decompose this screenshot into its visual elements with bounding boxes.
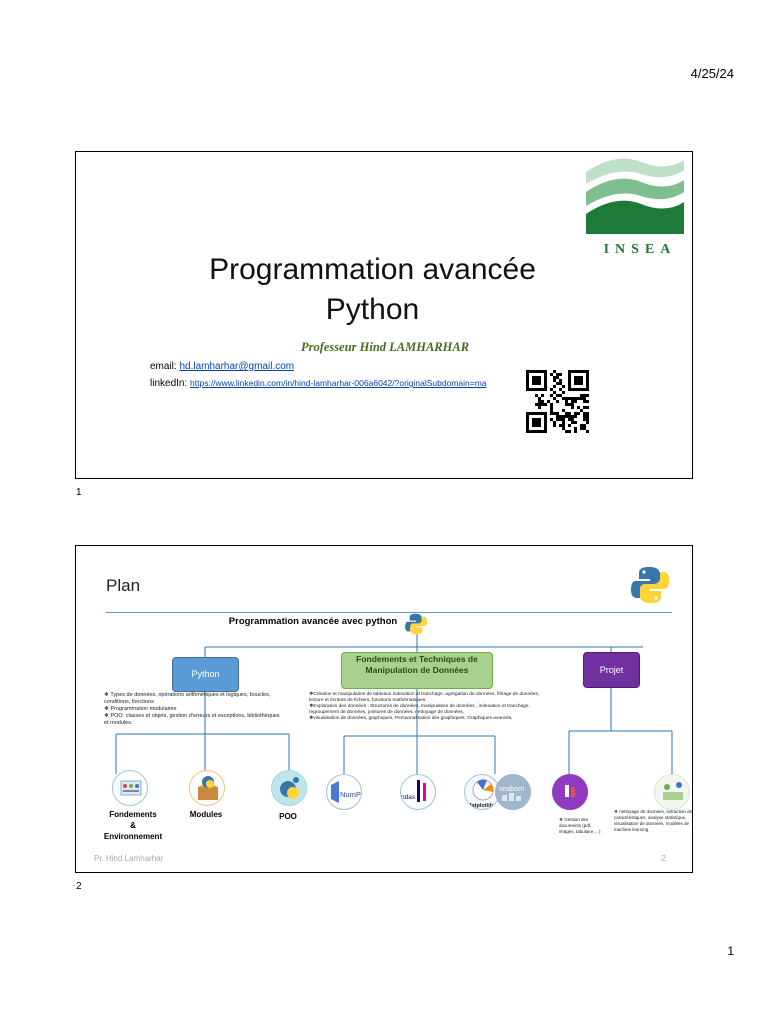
root-python-icon xyxy=(405,613,427,635)
python-logo-icon xyxy=(631,567,669,603)
node-fondements: Fondements et Techniques de Manipulation… xyxy=(341,652,493,689)
pandas-icon: ndas xyxy=(400,774,436,810)
modules-circle-icon xyxy=(189,770,225,806)
python-bullets: ❖ Types de données, opérations arithméti… xyxy=(104,692,284,727)
email-line: email: hd.lamharhar@gmail.com xyxy=(150,361,294,372)
numpy-icon: NumPy xyxy=(326,774,362,810)
pandas-text: ndas xyxy=(401,794,416,801)
matplotlib-icon: Matplotlib xyxy=(464,774,500,810)
fond-bullet: ❖Création et manipulation de tableaux in… xyxy=(309,692,540,703)
header-date: 4/25/24 xyxy=(690,66,734,81)
email-link[interactable]: hd.lamharhar@gmail.com xyxy=(179,361,295,372)
slide-2: Plan Programmation avancée avec pyt xyxy=(75,545,693,873)
leaf-fondements-line: Environnement xyxy=(103,832,163,841)
numpy-text: NumPy xyxy=(340,790,362,799)
python-bullet: ❖ Types de données, opérations arithméti… xyxy=(104,692,271,705)
leaf-poo-label: POO xyxy=(279,812,297,821)
leaf-modules-label: Modules xyxy=(189,810,223,819)
python-bullet: ❖ Programmation modulaires xyxy=(104,706,177,712)
machine-learning-icon xyxy=(654,774,690,810)
slide-1-number: 1 xyxy=(76,487,82,498)
leaf-fondements-line: & xyxy=(130,821,136,830)
node-projet: Projet xyxy=(583,652,640,688)
plan-title: Plan xyxy=(106,576,141,595)
node-python: Python xyxy=(172,657,239,692)
matplotlib-text: Matplotlib xyxy=(467,803,494,809)
linkedin-link[interactable]: https://www.linkedin.com/in/hind-lamharh… xyxy=(190,378,487,388)
fondements-bullets: ❖Création et manipulation de tableaux in… xyxy=(309,692,544,722)
slide-footer-number: 2 xyxy=(661,854,666,863)
title-underline xyxy=(106,612,672,613)
qr-code xyxy=(526,370,589,433)
slide-footer: Pr. Hind Lamharhar xyxy=(94,854,164,863)
seaborn-icon: seaborn xyxy=(495,774,531,810)
slide-1: INSEA Programmation avancée Python Profe… xyxy=(75,151,693,479)
document-management-icon xyxy=(552,774,588,810)
plan-root-label: Programmation avancée avec python xyxy=(228,616,398,627)
document-bullet: ❖ Gestion des documents (pdf, images, ta… xyxy=(559,817,601,834)
poo-circle-icon xyxy=(271,770,307,806)
slide-1-title: Programmation avancée Python xyxy=(116,250,629,330)
python-bullet: ❖ POO: classes et objets, gestion d'erre… xyxy=(104,713,280,726)
title-line-1: Programmation avancée xyxy=(209,253,536,286)
leaf-fondements-line: Fondements xyxy=(109,810,157,819)
fond-bullet: ❖visualisation de données, graphiques, P… xyxy=(309,716,513,721)
linkedin-line: linkedIn: https://www.linkedin.com/in/hi… xyxy=(150,378,487,389)
plan-tree-lines xyxy=(115,632,673,774)
seaborn-text: seaborn xyxy=(499,786,524,793)
slide-2-number: 2 xyxy=(76,881,82,892)
page-number: 1 xyxy=(727,944,734,958)
linkedin-label: linkedIn: xyxy=(150,378,188,389)
insea-logo-text: INSEA xyxy=(603,242,677,257)
fond-bullet: ❖Exploration des données : Structures de… xyxy=(309,704,530,715)
leaf-fondements-label: Fondements & Environnement xyxy=(94,809,172,842)
ml-bullet: ❖ nettoyage de données, extraction de ca… xyxy=(614,809,693,832)
fondements-circle-icon xyxy=(112,770,148,806)
insea-logo xyxy=(586,158,684,234)
email-label: email: xyxy=(150,361,177,372)
title-line-2: Python xyxy=(325,293,420,326)
professor-name: Professeur Hind LAMHARHAR xyxy=(300,340,470,354)
